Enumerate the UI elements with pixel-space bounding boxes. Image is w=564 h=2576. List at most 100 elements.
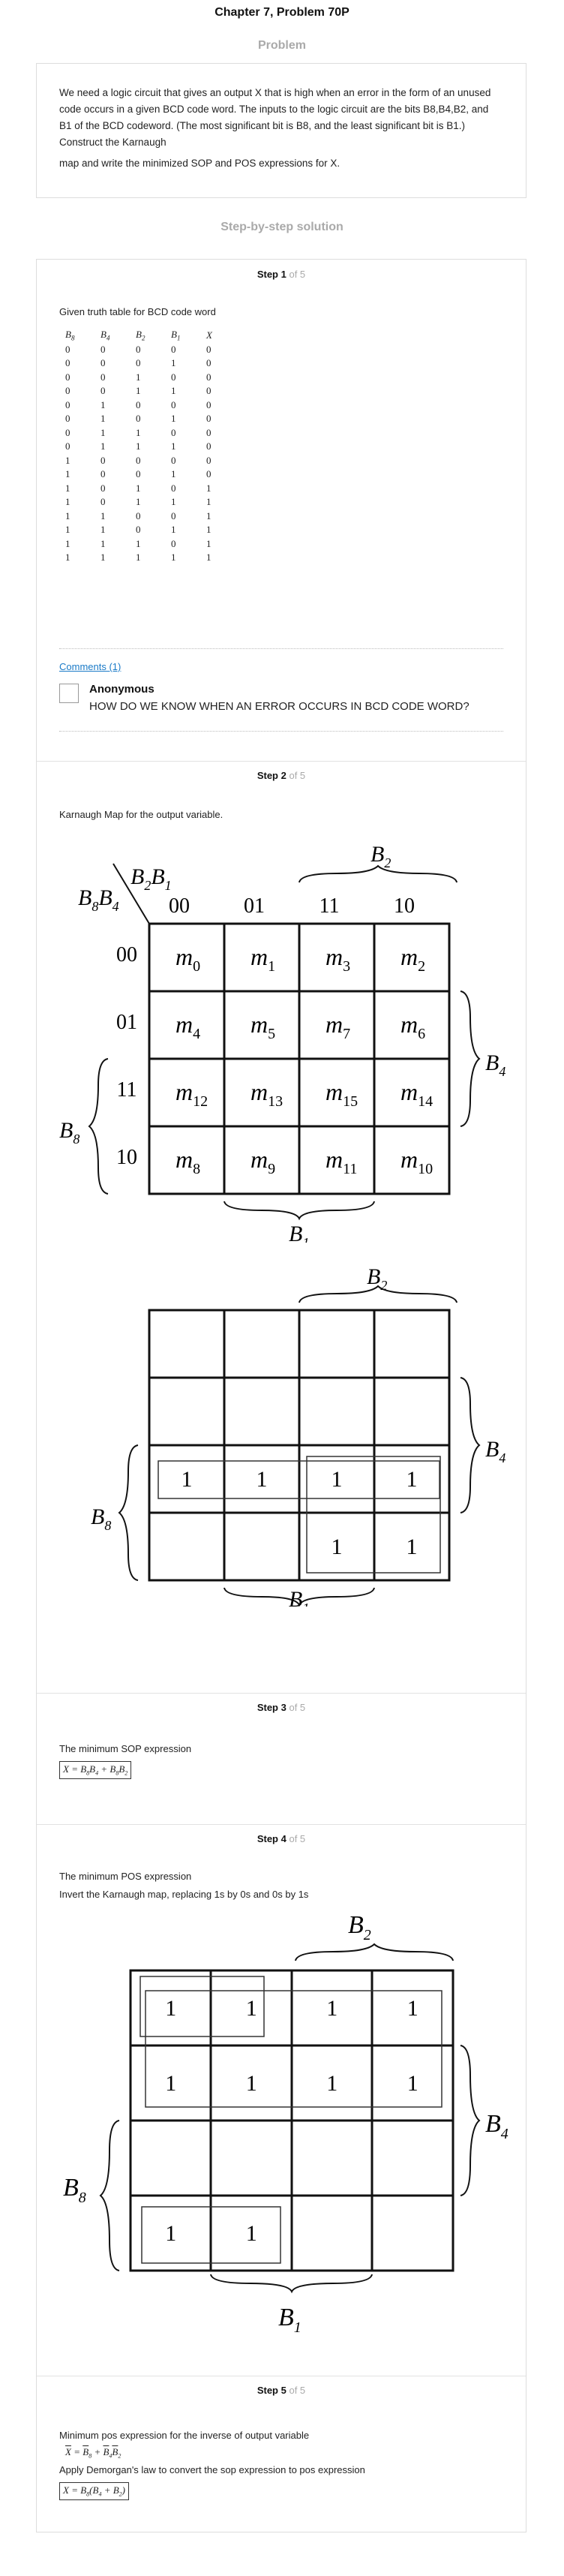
truth-table-cell: 1 <box>171 468 176 480</box>
truth-table-cell: 1 <box>136 426 141 438</box>
minterm-label: m9 <box>250 1146 275 1177</box>
minterm-label: m6 <box>400 1011 425 1042</box>
truth-table-cell: 0 <box>65 357 70 369</box>
truth-table-cell: 1 <box>136 496 141 508</box>
minterm-label: m5 <box>250 1011 275 1042</box>
truth-table-cell: 1 <box>65 496 70 508</box>
truth-table-cell: 0 <box>206 440 212 452</box>
b4-brace <box>460 990 481 1127</box>
truth-table-cell: 0 <box>136 524 141 536</box>
minterm-index: 8 <box>193 1161 200 1177</box>
header-b8: B8 <box>65 329 75 343</box>
step-2-title: Step 2 of 5 <box>37 770 526 781</box>
truth-table-cell: 1 <box>65 468 70 480</box>
truth-table-cell: 0 <box>206 426 212 438</box>
comment-text: HOW DO WE KNOW WHEN AN ERROR OCCURS IN B… <box>89 700 470 713</box>
truth-table-cell: 1 <box>65 552 70 564</box>
step-4-title: Step 4 of 5 <box>37 1833 526 1844</box>
invert-instruction: Invert the Karnaugh map, replacing 1s by… <box>59 1889 309 1900</box>
truth-table-cell: 0 <box>65 440 70 452</box>
step-separator <box>37 1824 526 1825</box>
truth-table-cell: 1 <box>136 385 141 397</box>
solution-steps: Step 1 of 5 Given truth table for BCD co… <box>36 259 526 2532</box>
b1-label: B1 <box>289 1587 309 1607</box>
header-x: X <box>206 329 212 341</box>
truth-table-cell: 1 <box>65 537 70 549</box>
minterm-index: 1 <box>268 958 275 975</box>
truth-table-cell: 0 <box>206 357 212 369</box>
step-label: Step 5 <box>256 2385 286 2396</box>
truth-table-cell: 0 <box>206 385 212 397</box>
row-code: 01 <box>116 1011 137 1034</box>
truth-table-cell: 1 <box>136 371 141 383</box>
col-code: 01 <box>244 894 265 918</box>
truth-table-header: B8 B4 B2 B1 X <box>65 329 242 343</box>
kmap-grid <box>148 922 451 1195</box>
truth-table-cell: 0 <box>100 357 106 369</box>
b2-label: B2 <box>348 1911 371 1943</box>
b8-label: B8 <box>91 1504 111 1533</box>
minterm-index: 3 <box>343 958 350 975</box>
truth-table-cell: 1 <box>171 552 176 564</box>
truth-table-cell: 0 <box>100 454 106 466</box>
b1-brace <box>224 1201 375 1221</box>
kmap-cell-value: 1 <box>165 2071 176 2096</box>
truth-table-cell: 1 <box>206 537 212 549</box>
comment-author: Anonymous <box>89 683 154 696</box>
truth-table-cell: 0 <box>171 371 176 383</box>
truth-table-cell: 0 <box>171 482 176 494</box>
kmap-grid <box>148 1309 451 1582</box>
row-code: 10 <box>116 1146 137 1169</box>
truth-table-cell: 0 <box>100 343 106 355</box>
truth-table-cell: 1 <box>136 552 141 564</box>
corner-diagonal <box>112 863 150 924</box>
truth-table-cell: 0 <box>206 454 212 466</box>
step-count: of 5 <box>289 269 306 280</box>
truth-table-cell: 1 <box>171 385 176 397</box>
truth-table-cell: 1 <box>100 552 106 564</box>
inverse-intro: Minimum pos expression for the inverse o… <box>59 2430 310 2441</box>
minterm-label: m8 <box>176 1146 200 1177</box>
kmap-cell-value: 1 <box>332 1534 343 1559</box>
step-separator <box>37 761 526 762</box>
inverse-expression: X = B8 + B4B2 <box>65 2446 122 2460</box>
minterm-index: 15 <box>343 1093 358 1110</box>
truth-table-cell: 0 <box>206 371 212 383</box>
step-count: of 5 <box>289 770 306 781</box>
truth-table-cell: 0 <box>65 413 70 425</box>
minterm-label: m2 <box>400 943 425 975</box>
group-inv-b4bar-b2bar <box>141 2206 281 2264</box>
group-b8b2 <box>306 1456 441 1574</box>
group-inv-top-left <box>140 1976 265 2037</box>
b8-brace <box>118 1444 139 1581</box>
group-inv-b8bar <box>145 1990 442 2108</box>
truth-table-cell: 0 <box>206 343 212 355</box>
kmap-cell-value: 1 <box>406 1534 418 1559</box>
truth-table-cell: 0 <box>100 468 106 480</box>
step-label: Step 4 <box>256 1833 286 1844</box>
minterm-label: m3 <box>326 943 350 975</box>
comment-avatar-checkbox[interactable] <box>59 684 79 703</box>
truth-table-cell: 0 <box>100 385 106 397</box>
minterm-index: 9 <box>268 1161 275 1177</box>
truth-table-cell: 0 <box>65 398 70 410</box>
kmap-cell-value: 1 <box>326 1996 338 2021</box>
truth-table-cell: 1 <box>206 496 212 508</box>
comments-link[interactable]: Comments (1) <box>59 661 122 672</box>
truth-table-cell: 1 <box>65 524 70 536</box>
b4-label: B4 <box>485 1437 506 1465</box>
truth-table-cell: 0 <box>171 509 176 522</box>
pos-expression: X = B8(B4 + B2) <box>59 2482 129 2500</box>
kmap-cell-value: 1 <box>246 1996 257 2021</box>
